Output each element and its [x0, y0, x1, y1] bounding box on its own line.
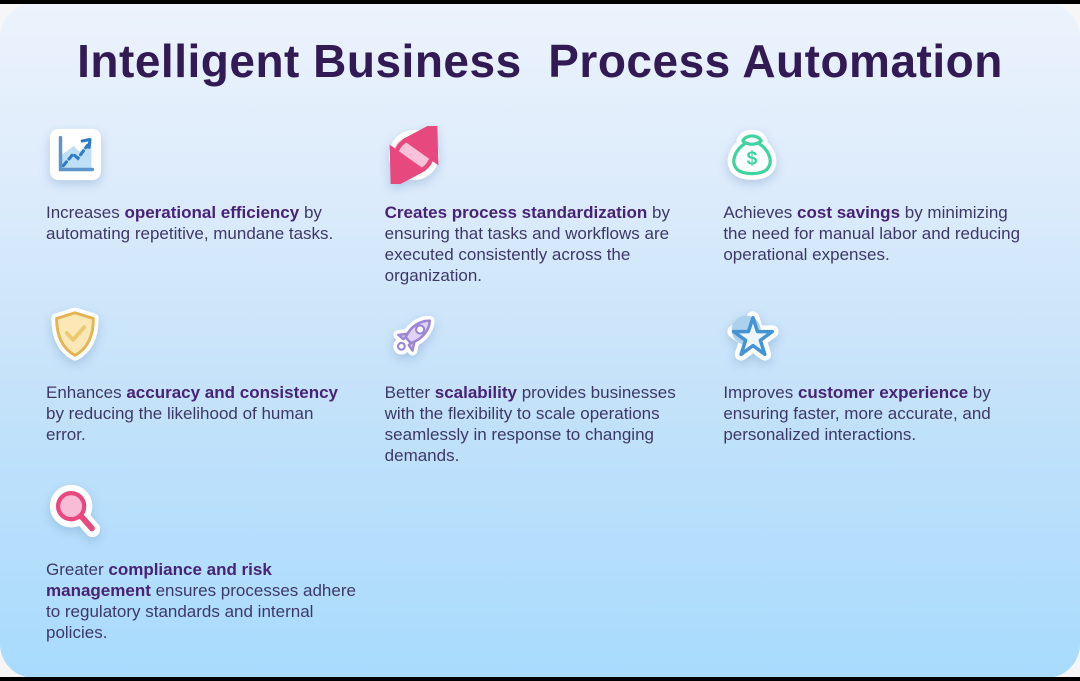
benefit-item-compliance-risk: Greater compliance and risk management e…	[46, 483, 357, 643]
benefit-text: Enhances accuracy and consistency by red…	[46, 383, 339, 444]
shield-check-icon	[46, 306, 357, 364]
benefit-item-cost-savings: $ Achieves cost savings by minimizing th…	[723, 126, 1034, 306]
benefit-text: Greater compliance and risk management e…	[46, 560, 356, 642]
top-letterbox-bar	[0, 0, 1080, 4]
money-bag-icon: $	[723, 126, 1034, 184]
line-chart-icon	[46, 126, 357, 184]
benefit-item-operational-efficiency: Increases operational efficiency by auto…	[46, 126, 357, 306]
page-title: Intelligent Business Process Automation	[77, 35, 1003, 87]
benefit-item-accuracy-consistency: Enhances accuracy and consistency by red…	[46, 306, 357, 483]
benefit-text: Improves customer experience by ensuring…	[723, 383, 991, 444]
infographic-card: Intelligent Business Process Automation …	[0, 3, 1080, 678]
benefit-text: Better scalability provides businesses w…	[384, 383, 676, 465]
bottom-letterbox-bar	[0, 677, 1080, 681]
benefit-text: Creates process standardization by ensur…	[384, 203, 670, 285]
rocket-icon	[385, 306, 696, 364]
benefit-item-process-standardization: Creates process standardization by ensur…	[384, 120, 696, 306]
svg-text:$: $	[747, 149, 758, 170]
benefit-item-scalability: Better scalability provides businesses w…	[385, 306, 696, 483]
star-icon	[723, 306, 1034, 364]
benefit-text: Achieves cost savings by minimizing the …	[723, 203, 1021, 264]
benefits-grid: Increases operational efficiency by auto…	[0, 120, 1080, 643]
benefit-text: Increases operational efficiency by auto…	[46, 203, 334, 243]
sync-arrows-icon	[385, 120, 696, 190]
magnifier-icon	[46, 483, 357, 541]
benefit-item-customer-experience: Improves customer experience by ensuring…	[723, 306, 1034, 483]
